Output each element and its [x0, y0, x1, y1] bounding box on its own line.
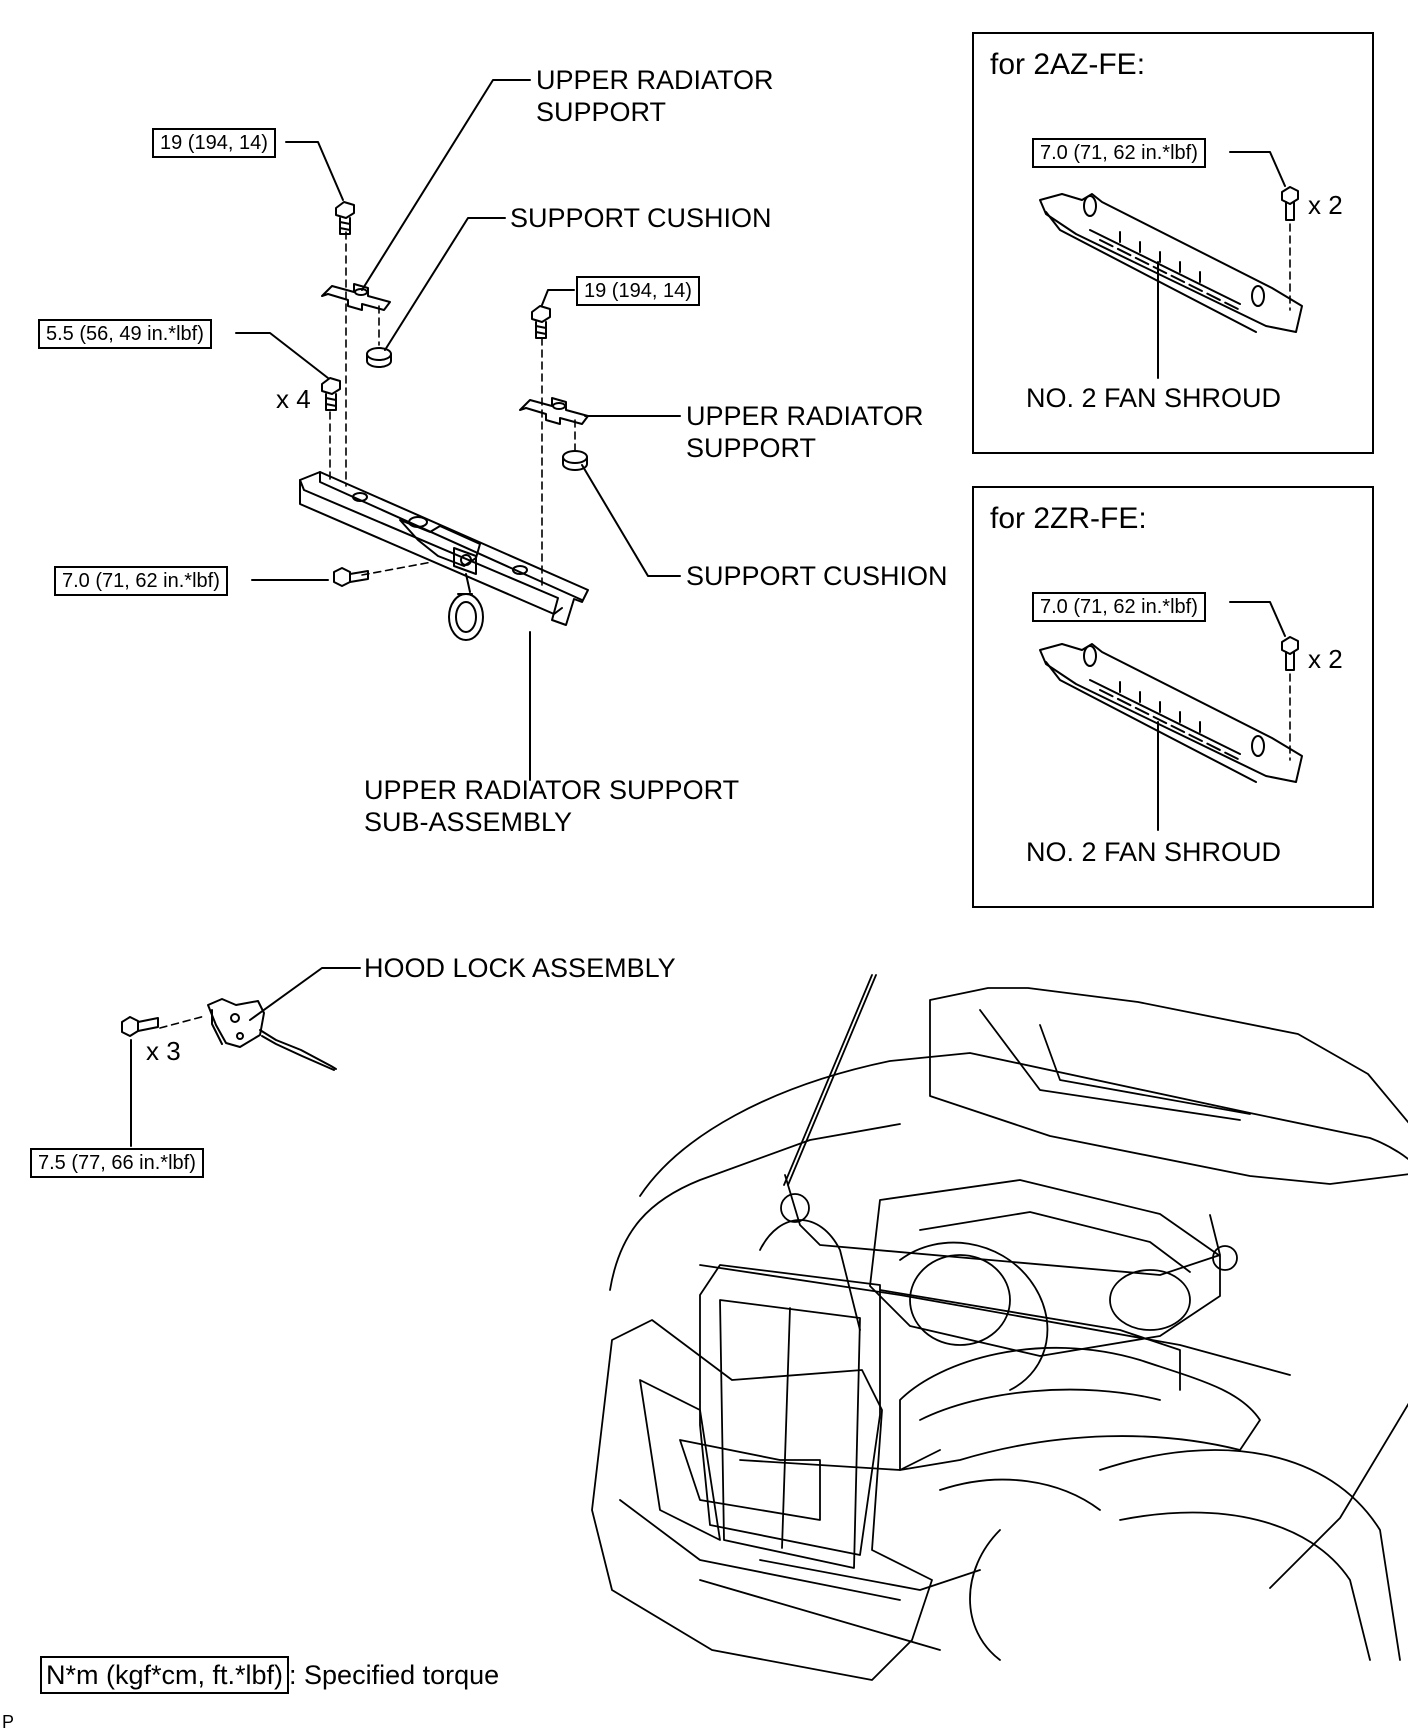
vehicle-front-drawing	[591, 974, 1408, 1681]
support-cushion-2	[562, 450, 588, 471]
label-upper-radiator-support-2: UPPER RADIATOR SUPPORT	[686, 401, 924, 463]
torque-legend: N*m (kgf*cm, ft.*lbf): Specified torque	[40, 1656, 499, 1694]
fan-shroud-2zr	[1039, 643, 1303, 783]
tire	[1099, 1449, 1401, 1661]
front-bumper	[591, 1319, 933, 1681]
shroud-bolt-2az	[1281, 186, 1299, 311]
fan-shroud-2az	[1039, 193, 1303, 333]
shroud-bolt-2zr	[1281, 636, 1299, 761]
label-support-cushion-1: SUPPORT CUSHION	[510, 203, 772, 233]
torque-shroud-2zr: 7.0 (71, 62 in.*lbf)	[1032, 592, 1206, 622]
legend-unit-box: N*m (kgf*cm, ft.*lbf)	[40, 1656, 290, 1694]
label-hood-lock-assembly: HOOD LOCK ASSEMBLY	[364, 953, 676, 983]
leader-support-cushion-2	[581, 464, 681, 577]
legend-text: : Specified torque	[289, 1660, 500, 1690]
torque-bolt-side: 5.5 (56, 49 in.*lbf)	[38, 319, 212, 349]
bolt-side	[321, 377, 341, 411]
label-no2-fan-shroud-2az: NO. 2 FAN SHROUD	[1026, 383, 1282, 413]
horn	[448, 573, 484, 641]
bolt-horn	[333, 567, 369, 587]
hood-panel	[929, 987, 1408, 1185]
fender-outline	[639, 1052, 1408, 1589]
leader-shroud-2az	[1229, 151, 1286, 187]
radiator-frame	[699, 1264, 881, 1556]
hood-prop-rod	[783, 974, 873, 1186]
multiplier-shroud-2az: x 2	[1308, 190, 1343, 220]
leader-shroud-2zr	[1229, 601, 1286, 637]
panel-2zr-fe: for 2ZR-FE: 7.0 (71, 62 in.*lbf) x 2 NO.…	[972, 486, 1374, 908]
headlamp	[899, 1346, 1261, 1471]
figure-code: P	[2, 1712, 15, 1732]
leader-bolt-top-center	[541, 289, 575, 306]
panel-2zr-title: for 2ZR-FE:	[990, 502, 1147, 535]
leader-bolt-top-left	[285, 141, 344, 201]
torque-bolt-hood-lock: 7.5 (77, 66 in.*lbf)	[30, 1148, 204, 1178]
bracket-upper-support-1	[321, 283, 391, 311]
leader-upper-support-1	[361, 79, 531, 291]
multiplier-side: x 4	[276, 384, 311, 414]
multiplier-shroud-2zr: x 2	[1308, 644, 1343, 674]
bolt-top-center	[531, 305, 551, 339]
label-no2-fan-shroud-2zr: NO. 2 FAN SHROUD	[1026, 837, 1282, 867]
alignment-lines	[159, 231, 576, 1029]
leader-support-cushion-1	[384, 217, 506, 351]
torque-bolt-top-center: 19 (194, 14)	[576, 276, 700, 306]
panel-2az-title: for 2AZ-FE:	[990, 48, 1146, 81]
label-upper-radiator-support-1: UPPER RADIATOR SUPPORT	[536, 65, 774, 127]
label-support-cushion-2: SUPPORT CUSHION	[686, 561, 948, 591]
panel-2az-fe: for 2AZ-FE: 7.0 (71, 62 in.*lbf) x 2 NO.…	[972, 32, 1374, 454]
upper-support-subassembly	[299, 471, 589, 626]
bolt-top-left	[335, 201, 355, 235]
leader-bolt-side	[235, 332, 329, 379]
torque-bolt-horn: 7.0 (71, 62 in.*lbf)	[54, 566, 228, 596]
bracket-upper-support-2	[519, 397, 589, 425]
leader-lines	[130, 79, 681, 1147]
label-upper-radiator-support-sub-assembly: UPPER RADIATOR SUPPORT SUB-ASSEMBLY	[364, 775, 740, 837]
leader-hood-lock	[249, 967, 361, 1021]
bolt-hood	[121, 1016, 159, 1037]
support-cushion-1	[366, 347, 392, 368]
multiplier-hood: x 3	[146, 1036, 181, 1066]
engine-block	[869, 1179, 1221, 1357]
torque-bolt-top-left: 19 (194, 14)	[152, 128, 276, 158]
torque-shroud-2az: 7.0 (71, 62 in.*lbf)	[1032, 138, 1206, 168]
hood-lock-assembly	[207, 998, 337, 1071]
